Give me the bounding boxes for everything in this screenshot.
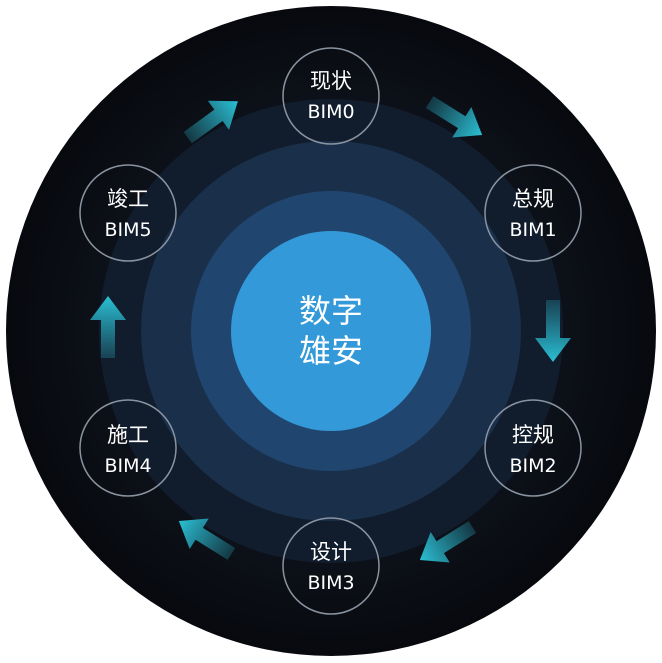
arrow-construction-to-completion: [90, 296, 126, 358]
node-status-title: 现状: [310, 69, 352, 93]
node-master-plan: 总规 BIM1: [484, 164, 582, 262]
node-master-plan-title: 总规: [512, 187, 554, 211]
node-control-plan-title: 控规: [512, 423, 554, 447]
node-design: 设计 BIM3: [282, 517, 380, 615]
center-line2: 雄安: [299, 332, 363, 370]
center-circle: [231, 231, 431, 431]
node-design-title: 设计: [310, 540, 352, 564]
node-status: 现状 BIM0: [282, 47, 380, 145]
node-master-plan-code: BIM1: [509, 219, 556, 241]
node-status-code: BIM0: [307, 101, 354, 123]
node-completion-title: 竣工: [107, 187, 149, 211]
node-construction-title: 施工: [107, 423, 149, 447]
arrow-status-to-master: [425, 96, 483, 138]
node-design-code: BIM3: [307, 572, 354, 594]
node-completion-code: BIM5: [104, 219, 151, 241]
center-line1: 数字: [299, 292, 363, 330]
node-control-plan-code: BIM2: [509, 455, 556, 477]
node-completion: 竣工 BIM5: [79, 164, 177, 262]
arrow-control-to-design: [419, 521, 477, 563]
node-construction: 施工 BIM4: [79, 399, 177, 497]
arrow-master-to-control: [535, 300, 571, 362]
node-control-plan: 控规 BIM2: [484, 399, 582, 497]
arrow-design-to-construction: [178, 518, 236, 560]
arrow-completion-to-status: [183, 100, 238, 144]
node-construction-code: BIM4: [104, 455, 151, 477]
